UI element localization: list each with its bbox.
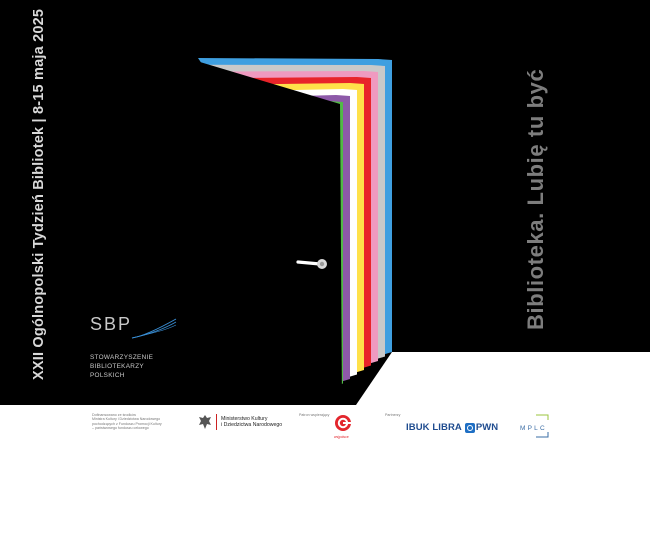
door-panel bbox=[190, 62, 342, 405]
pwn-logo: PWN bbox=[464, 422, 499, 433]
eagle-emblem-icon bbox=[199, 415, 211, 429]
door-handle-icon bbox=[296, 259, 327, 269]
funding-note-line: Dofinansowano ze środków bbox=[92, 413, 136, 417]
sbp-name-line-2: BIBLIOTEKARZY bbox=[90, 363, 144, 370]
ibuk-pwn-logo: IBUK LIBRA PWN bbox=[406, 422, 498, 433]
ibuk-libra-label: IBUK LIBRA bbox=[406, 422, 462, 433]
sbp-name-line-1: STOWARZYSZENIE bbox=[90, 354, 154, 361]
event-title: XXII Ogólnopolski Tydzień Bibliotek | 8-… bbox=[31, 8, 47, 380]
sbp-abbreviation: SBP bbox=[90, 314, 133, 334]
open-book-door-illustration bbox=[190, 58, 650, 405]
pwn-label: PWN bbox=[475, 422, 499, 433]
sbp-logo: SBP STOWARZYSZENIE BIBLIOTEKARZY POLSKIC… bbox=[90, 314, 180, 384]
ministry-name-line-1: Ministerstwo Kultury bbox=[221, 416, 268, 422]
slogan: Biblioteka. Lubię tu być bbox=[523, 68, 548, 330]
light-floor bbox=[356, 352, 650, 405]
media-patron-name: wsjpolsce bbox=[334, 435, 349, 439]
poster-artwork: XXII Ogólnopolski Tydzień Bibliotek | 8-… bbox=[0, 0, 650, 405]
partners-label: Partnerzy bbox=[385, 413, 401, 417]
funding-note-line: – państwowego funduszu celowego bbox=[92, 425, 149, 430]
funding-note-line: pochodzących z Funduszu Promocji Kultury bbox=[92, 421, 162, 426]
sbp-name-line-3: POLSKICH bbox=[90, 372, 125, 379]
sbp-swoosh-icon bbox=[131, 318, 177, 339]
funding-note-line: Ministra Kultury i Dziedzictwa Narodoweg… bbox=[92, 417, 161, 422]
ministry-logo: Ministerstwo Kultury i Dziedzictwa Narod… bbox=[198, 414, 282, 430]
media-patron-label: Patron wspierający bbox=[299, 413, 330, 417]
ministry-name-line-2: i Dziedzictwa Narodowego bbox=[221, 422, 283, 428]
wsjpolsce-logo-icon bbox=[335, 415, 351, 431]
mplc-logo: MPLC bbox=[520, 425, 547, 432]
pwn-mark-icon bbox=[464, 422, 475, 433]
funding-note: Dofinansowano ze środków Ministra Kultur… bbox=[92, 413, 172, 430]
mplc-frame-icon bbox=[536, 414, 549, 438]
